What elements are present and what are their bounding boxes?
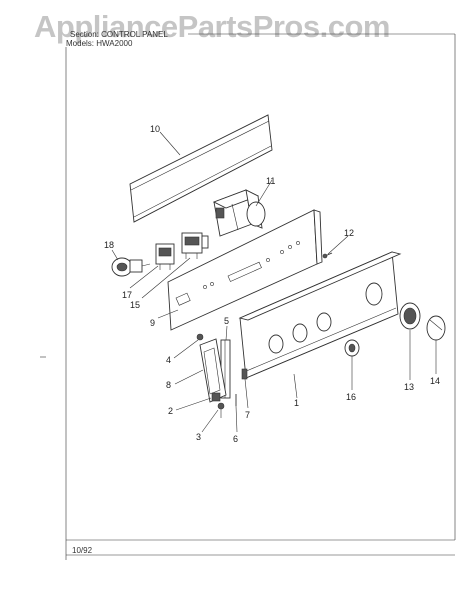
part-2-end-cap: [199, 338, 227, 403]
callout-3: 3: [196, 432, 201, 442]
leader-5: [225, 325, 228, 341]
callout-8: 8: [166, 380, 171, 390]
callout-4: 4: [166, 355, 171, 365]
leader-4: [173, 339, 199, 359]
callout-2: 2: [168, 406, 173, 416]
models-header: Models: HWA2000: [66, 39, 132, 48]
part-4-screw: [196, 333, 204, 341]
part-3-screw: [217, 402, 225, 418]
callout-14: 14: [430, 376, 440, 386]
leader-11: [255, 179, 273, 207]
leader-10: [159, 131, 181, 156]
leader-7: [244, 378, 249, 409]
part-1-console: [238, 251, 402, 379]
part-11-timer: [212, 189, 266, 237]
callout-13: 13: [404, 382, 414, 392]
part-10-back-guard: [129, 114, 273, 223]
callout-10: 10: [150, 124, 160, 134]
leader-12: [327, 235, 349, 255]
section-prefix: Section:: [70, 30, 99, 39]
leader-9: [157, 309, 179, 319]
callout-7: 7: [245, 410, 250, 420]
leader-1: [293, 373, 298, 399]
part-13-dial-skirt: [399, 302, 421, 330]
leader-3: [201, 409, 219, 433]
part-17-switch: [155, 243, 175, 270]
part-18-pressure-switch: [111, 257, 151, 277]
watermark-text: AppliancePartsPros.com: [34, 9, 390, 44]
callout-17: 17: [122, 290, 132, 300]
part-9-mounting-plate: [167, 209, 323, 331]
section-value: CONTROL PANEL: [101, 30, 168, 39]
section-header: Section: CONTROL PANEL: [70, 30, 168, 39]
leader-6: [235, 405, 238, 433]
revision-date: 10/92: [72, 546, 93, 555]
leader-15: [141, 257, 191, 299]
leader-18: [111, 249, 119, 261]
callout-18: 18: [104, 240, 114, 250]
part-7-clip: [241, 368, 248, 380]
part-14-timer-knob: [426, 315, 446, 341]
leader-8: [174, 369, 204, 385]
models-value: HWA2000: [96, 39, 133, 48]
callout-5: 5: [224, 316, 229, 326]
leader-17: [129, 265, 159, 289]
callout-11: 11: [266, 176, 275, 186]
part-16-knob: [344, 339, 360, 357]
callout-6: 6: [233, 434, 238, 444]
callout-1: 1: [294, 398, 299, 408]
callout-12: 12: [344, 228, 354, 238]
models-prefix: Models:: [66, 39, 95, 48]
callout-15: 15: [130, 300, 140, 310]
part-12-screw: [322, 252, 333, 259]
leader-2: [175, 397, 212, 411]
callout-9: 9: [150, 318, 155, 328]
part-15-switch: [181, 232, 209, 259]
callout-16: 16: [346, 392, 356, 402]
